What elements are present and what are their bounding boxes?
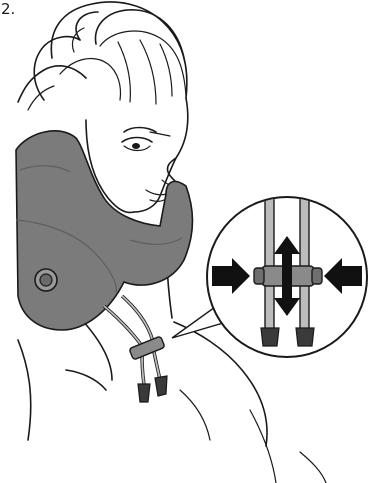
neck-pillow — [15, 130, 194, 331]
hair — [17, 1, 188, 111]
cord-toggle — [129, 336, 165, 360]
pillow-body — [15, 130, 194, 331]
detail-tip-left — [260, 327, 280, 347]
drawstring-cords — [102, 294, 168, 403]
cord-tip-left — [137, 383, 151, 403]
double-vertical-arrow-icon — [274, 236, 300, 316]
toggle-cap-left — [253, 267, 265, 285]
detail-cord-left — [264, 198, 275, 331]
detail-callout — [206, 196, 368, 358]
detail-tip-right — [295, 327, 315, 347]
eye-pupil — [132, 143, 140, 149]
step-number: 2. — [1, 0, 16, 18]
cord-tip-right — [154, 375, 168, 397]
toggle-cap-right — [311, 267, 323, 285]
detail-cord-right — [299, 198, 310, 331]
arrow-left-icon — [324, 258, 362, 294]
arrow-right-icon — [212, 258, 250, 294]
